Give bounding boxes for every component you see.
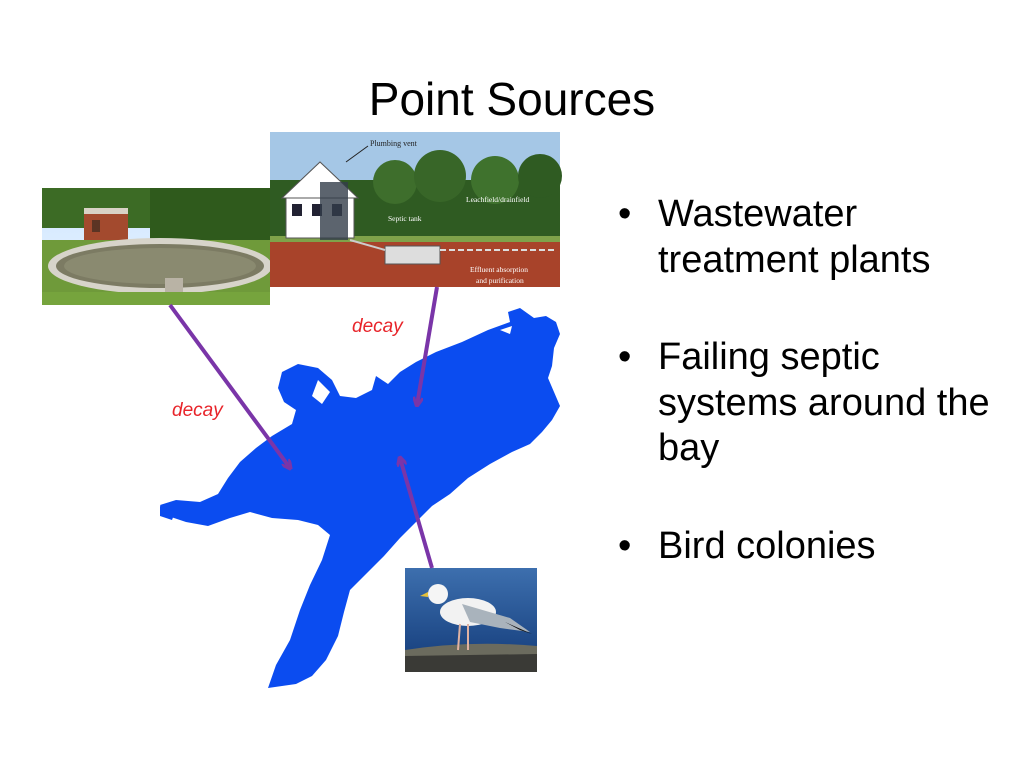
septic-to-bay-arrow	[417, 286, 439, 405]
bullet-list: Wastewater treatment plants Failing sept…	[618, 192, 998, 622]
wastewater-plant-photo	[42, 188, 272, 305]
bullet-wastewater: Wastewater treatment plants	[618, 192, 998, 283]
effluent-label-line2: and purification	[476, 276, 524, 285]
bullet-septic: Failing septic systems around the bay	[618, 335, 998, 472]
septic-system-diagram: Plumbing vent Leachfield/drainfield Sept…	[270, 132, 562, 287]
septic-tank-label: Septic tank	[388, 214, 422, 223]
birds-to-bay-arrow	[400, 458, 434, 569]
effluent-label-line1: Effluent absorption	[470, 265, 528, 274]
decay-label-plant: decay	[172, 400, 223, 421]
plant-to-bay-arrow	[168, 303, 290, 468]
leachfield-label: Leachfield/drainfield	[466, 195, 530, 204]
slide-title: Point Sources	[368, 73, 656, 125]
bay-map	[160, 308, 560, 688]
bullet-birds: Bird colonies	[618, 524, 998, 570]
decay-label-septic: decay	[352, 316, 403, 337]
plumbing-vent-label: Plumbing vent	[370, 139, 418, 148]
seagull-photo	[405, 568, 537, 672]
